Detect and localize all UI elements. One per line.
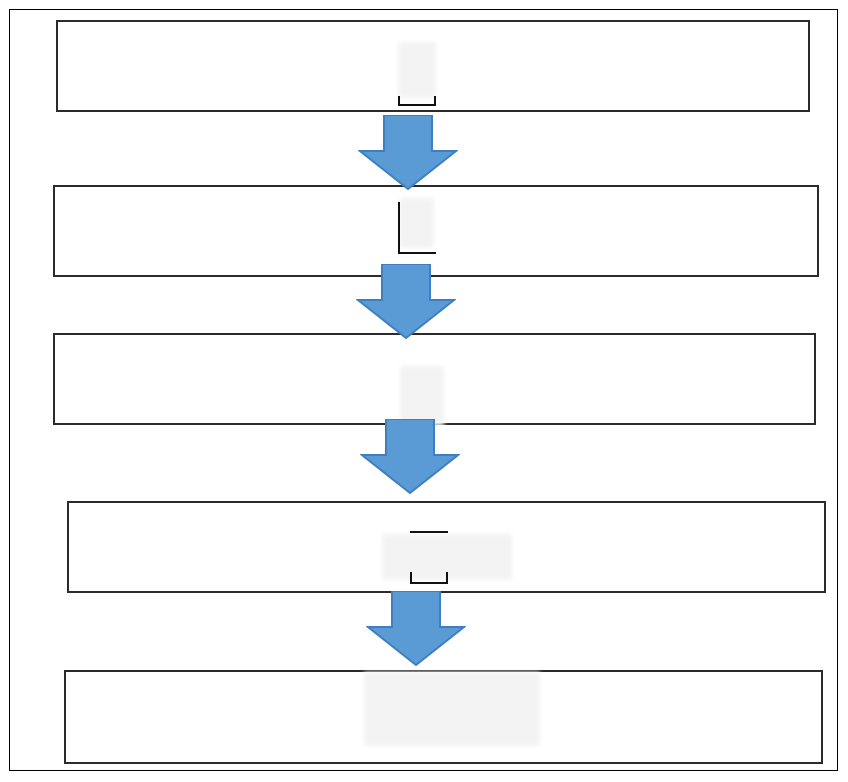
text-bracket-4 xyxy=(410,572,448,584)
text-bracket-1 xyxy=(398,96,436,106)
redacted-block-2 xyxy=(400,198,434,248)
redacted-block-3 xyxy=(400,366,444,426)
text-bracket-4-top xyxy=(410,531,448,533)
flow-step-2 xyxy=(53,185,819,277)
down-arrow-icon xyxy=(356,264,456,340)
redacted-block-1 xyxy=(398,42,436,98)
down-arrow-icon xyxy=(360,419,460,495)
redacted-block-5 xyxy=(364,672,540,746)
down-arrow-icon xyxy=(366,591,466,667)
text-bracket-2-base xyxy=(398,252,436,254)
down-arrow-icon xyxy=(358,115,458,191)
text-bracket-2 xyxy=(398,202,436,254)
